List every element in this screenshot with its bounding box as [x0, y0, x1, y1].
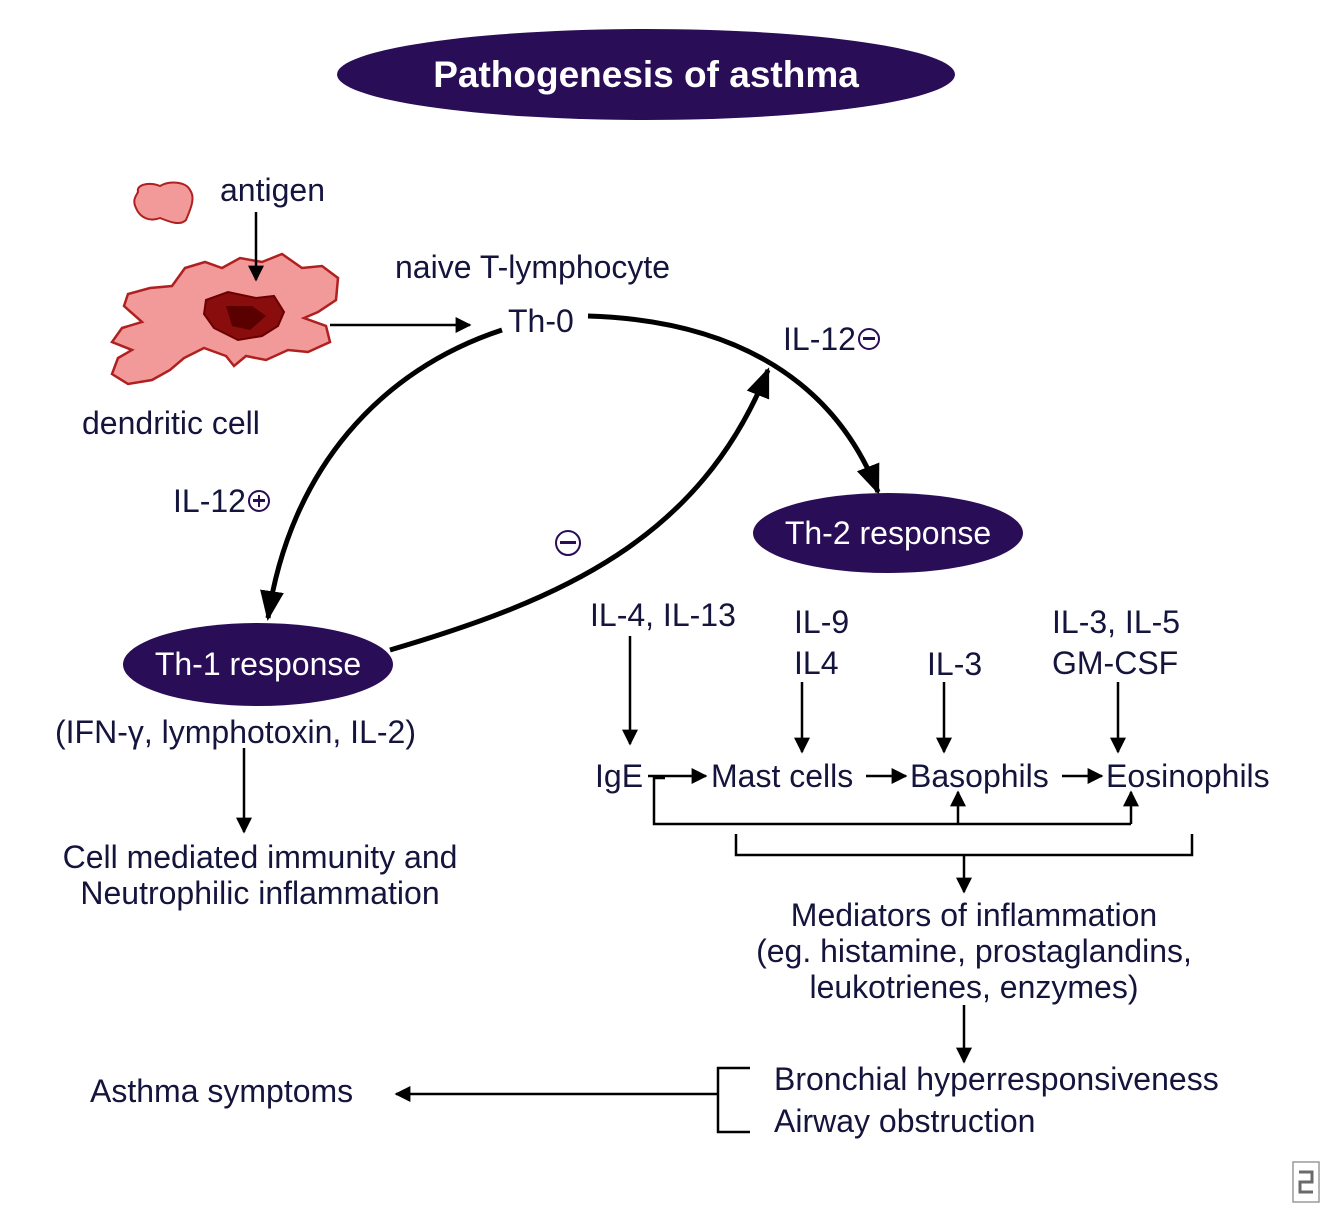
- th1-inhibit-symbol: [553, 527, 581, 559]
- arrow-th0-to-th1: [260, 327, 503, 621]
- il3-il5-gmcsf-label: IL-3, IL-5 GM-CSF: [1052, 604, 1181, 682]
- corner-logo: [1292, 1161, 1320, 1203]
- asthma-symptoms-label: Asthma symptoms: [90, 1073, 354, 1109]
- cell-mediated-line-1: Cell mediated immunity and: [62, 839, 458, 875]
- naive-t-label: naive T-lymphocyte: [395, 249, 671, 285]
- minus-icon: [555, 529, 581, 556]
- eosinophils-label: Eosinophils: [1106, 758, 1270, 794]
- plus-icon: [247, 489, 270, 512]
- antigen-shape: [133, 181, 194, 225]
- title-pill: Pathogenesis of asthma: [337, 29, 955, 120]
- il12-inhibit-text: IL-12: [783, 321, 856, 357]
- mast-cells-label: Mast cells: [711, 758, 854, 794]
- ige-feedback-loop: [652, 776, 1131, 826]
- il4-text: IL4: [794, 644, 839, 681]
- airway-label: Airway obstruction: [774, 1103, 1036, 1139]
- th0-label: Th-0: [508, 303, 574, 339]
- ige-label: IgE: [595, 758, 644, 794]
- il3-il5-text: IL-3, IL-5: [1052, 604, 1181, 640]
- il9-il4-label: IL-9 IL4: [794, 604, 850, 682]
- th1-response-label: Th-1 response: [154, 646, 362, 682]
- th2-response-pill: Th-2 response: [753, 493, 1023, 573]
- cell-mediated-line-2: Neutrophilic inflammation: [80, 874, 440, 911]
- th2-response-label: Th-2 response: [784, 514, 992, 551]
- il12-inhibit-label: IL-12: [783, 323, 880, 355]
- arrow-th1-inhibits-th2: [389, 367, 771, 653]
- antigen-label: antigen: [220, 172, 325, 208]
- dendritic-cell-shape: [110, 252, 340, 386]
- bronchial-label: Bronchial hyperresponsiveness: [774, 1061, 1219, 1097]
- outcomes-bracket: [716, 1066, 750, 1134]
- cells-bracket: [734, 834, 1194, 857]
- dendritic-cell-label: dendritic cell: [82, 405, 260, 441]
- il9-text: IL-9: [794, 604, 850, 640]
- mediators-line-1: Mediators of inflammation: [790, 897, 1158, 933]
- mediators-line-2: (eg. histamine, prostaglandins,: [756, 932, 1192, 969]
- gmcsf-text: GM-CSF: [1052, 644, 1179, 681]
- basophils-label: Basophils: [910, 758, 1049, 794]
- mediators-label: Mediators of inflammation (eg. histamine…: [756, 897, 1192, 1005]
- page-title: Pathogenesis of asthma: [433, 53, 859, 95]
- il3-label: IL-3: [927, 646, 983, 682]
- cell-mediated-label: Cell mediated immunity and Neutrophilic …: [62, 839, 458, 912]
- th1-response-pill: Th-1 response: [123, 623, 393, 706]
- il4-il13-label: IL-4, IL-13: [590, 597, 736, 633]
- arrow-th0-to-th2: [587, 313, 881, 495]
- mediators-line-3: leukotrienes, enzymes): [809, 968, 1139, 1005]
- il12-promote-label: IL-12: [173, 485, 270, 517]
- il12-promote-text: IL-12: [173, 483, 246, 519]
- minus-icon: [857, 327, 880, 350]
- th1-cytokines-label: (IFN-γ, lymphotoxin, IL-2): [55, 714, 416, 750]
